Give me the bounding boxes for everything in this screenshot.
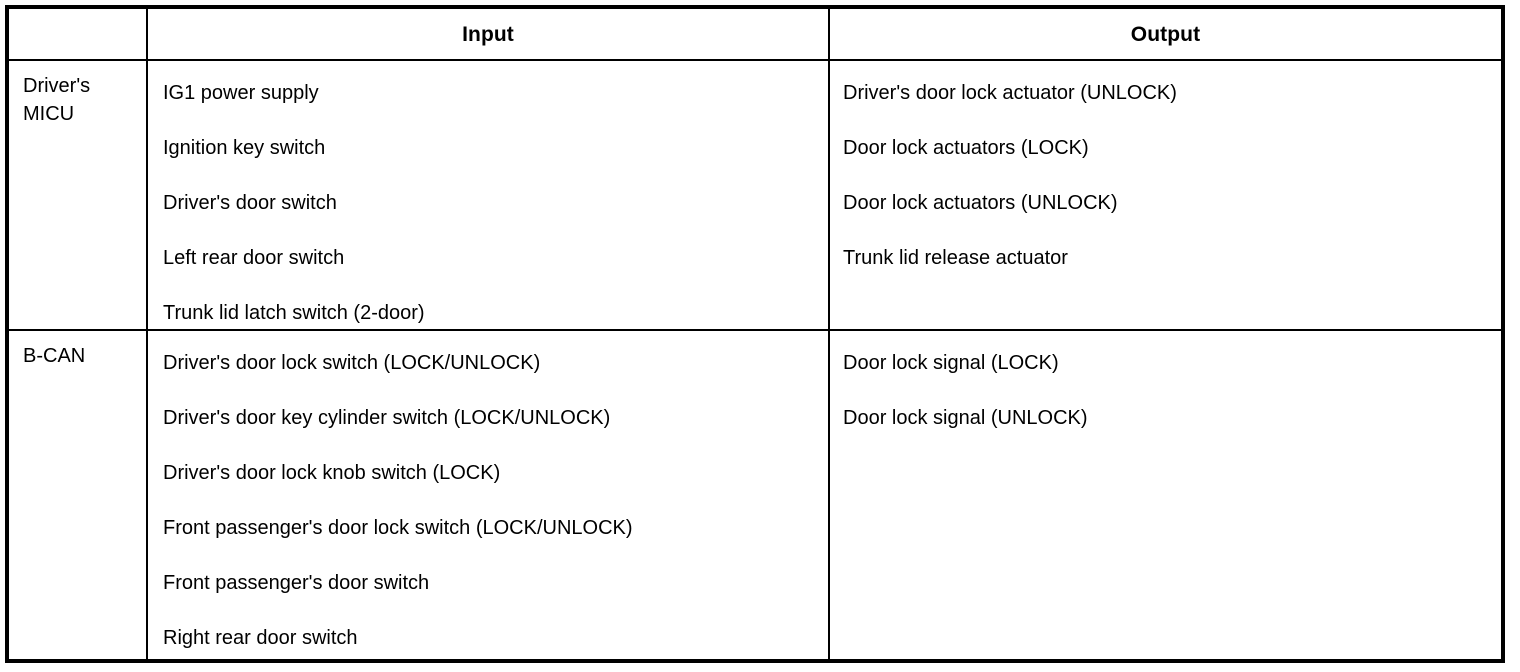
input-cell-b-can: Driver's door lock switch (LOCK/UNLOCK) … — [146, 331, 828, 659]
table-row-drivers-micu: Driver's MICU IG1 power supply Ignition … — [9, 61, 1501, 331]
header-cell-system — [9, 9, 146, 61]
row-label-cell-drivers-micu: Driver's MICU — [9, 61, 146, 329]
list-item: Driver's door lock knob switch (LOCK) — [163, 462, 501, 484]
input-output-table: Input Output Driver's MICU IG1 power sup… — [5, 5, 1505, 663]
output-cell-drivers-micu: Driver's door lock actuator (UNLOCK) Doo… — [828, 61, 1501, 329]
list-item: Door lock signal (LOCK) — [843, 352, 1059, 374]
list-item: Front passenger's door switch — [163, 572, 430, 594]
list-item: IG1 power supply — [163, 82, 319, 104]
list-item: Front passenger's door lock switch (LOCK… — [163, 517, 633, 539]
header-cell-output: Output — [828, 9, 1501, 61]
list-item: Right rear door switch — [163, 627, 358, 649]
list-item: Driver's door lock actuator (UNLOCK) — [843, 82, 1177, 104]
input-list-drivers-micu: IG1 power supply Ignition key switch Dri… — [163, 72, 828, 347]
input-cell-drivers-micu: IG1 power supply Ignition key switch Dri… — [146, 61, 828, 329]
list-item: Left rear door switch — [163, 247, 345, 269]
output-list-drivers-micu: Driver's door lock actuator (UNLOCK) Doo… — [843, 72, 1501, 292]
row-label-b-can: B-CAN — [23, 345, 86, 367]
output-cell-b-can: Door lock signal (LOCK) Door lock signal… — [828, 331, 1501, 659]
table-row-b-can: B-CAN Driver's door lock switch (LOCK/UN… — [9, 331, 1501, 659]
list-item: Driver's door key cylinder switch (LOCK/… — [163, 407, 611, 429]
list-item: Trunk lid latch switch (2-door) — [163, 302, 425, 324]
row-label-drivers-micu: Driver's MICU — [23, 75, 91, 125]
input-list-b-can: Driver's door lock switch (LOCK/UNLOCK) … — [163, 342, 828, 672]
list-item: Ignition key switch — [163, 137, 326, 159]
table-header-row: Input Output — [9, 9, 1501, 61]
output-list-b-can: Door lock signal (LOCK) Door lock signal… — [843, 342, 1501, 452]
list-item: Driver's door switch — [163, 192, 337, 214]
list-item: Door lock signal (UNLOCK) — [843, 407, 1088, 429]
list-item: Door lock actuators (UNLOCK) — [843, 192, 1118, 214]
list-item: Trunk lid release actuator — [843, 247, 1068, 269]
list-item: Driver's door lock switch (LOCK/UNLOCK) — [163, 352, 541, 374]
header-cell-input: Input — [146, 9, 828, 61]
list-item: Door lock actuators (LOCK) — [843, 137, 1089, 159]
row-label-cell-b-can: B-CAN — [9, 331, 146, 659]
